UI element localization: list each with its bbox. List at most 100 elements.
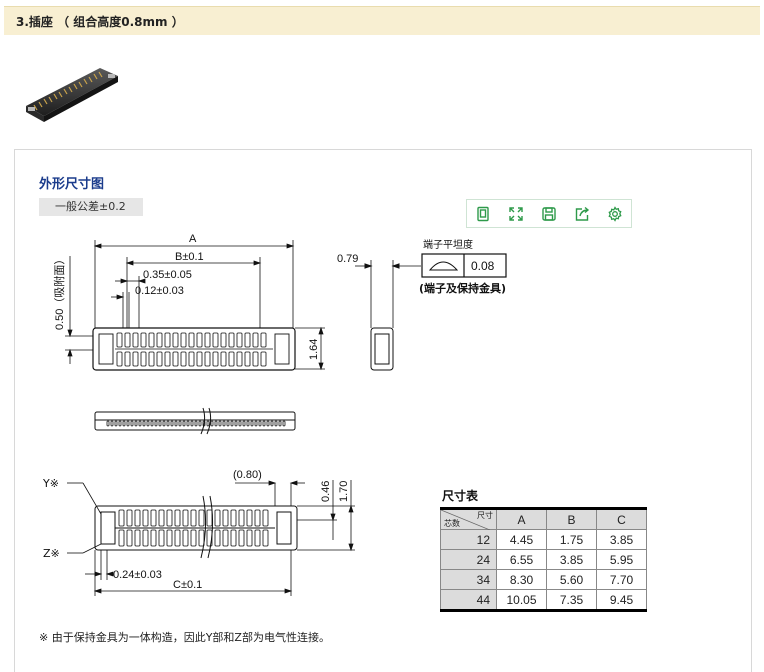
pin-outline [182,420,186,427]
pin-outline [130,420,134,427]
pin-outline [140,351,147,367]
pin-outline [186,420,190,427]
table-row: 44 10.05 7.35 9.45 [440,589,647,612]
table-corner-cell: 尺寸 芯数 [440,507,497,530]
pin-outline [110,420,114,427]
value-a-cell: 4.45 [496,529,547,550]
pin-outline [214,420,218,427]
pin-count-cell: 12 [440,529,497,550]
pin-outline [162,420,166,427]
drawing-panel: 外形尺寸图 一般公差±0.2 [14,149,752,672]
pin-count-cell: 44 [440,589,497,612]
value-c-cell: 7.70 [596,569,647,590]
pin-outline [204,332,211,348]
pin-outline [190,509,197,527]
dim-a-label: A [189,233,197,245]
pin-outline [156,351,163,367]
pin-outline [206,420,210,427]
dim-c-label: C±0.1 [173,579,202,591]
save-button[interactable] [533,200,566,227]
pin-outline [198,529,205,547]
pin-outline [158,529,165,547]
pin-outline [210,420,214,427]
column-header-a: A [496,507,547,530]
dim-079-label: 0.79 [337,253,358,265]
pin-outline [254,529,261,547]
fit-page-button[interactable] [467,200,500,227]
pin-outline [226,420,230,427]
section-header-title: 3.插座 （ 组合高度0.8mm ） [16,15,184,29]
pin-outline [278,420,282,427]
pin-outline [238,509,245,527]
pin-outline [244,332,251,348]
fullscreen-button[interactable] [500,200,533,227]
pin-outline [116,332,123,348]
drawing-toolbar [466,199,632,228]
pin-outline [178,420,182,427]
pin-outline [220,332,227,348]
value-b-cell: 1.75 [546,529,597,550]
pin-outline [142,529,149,547]
pin-outline [170,420,174,427]
pin-outline [118,509,125,527]
pin-outline [196,351,203,367]
pin-outline [154,420,158,427]
flatness-label: 端子平坦度 [423,238,473,251]
value-c-cell: 9.45 [596,589,647,612]
pin-outline [150,420,154,427]
pin-outline [252,332,259,348]
pin-outline [148,351,155,367]
pin-outline [142,509,149,527]
value-c-cell: 5.95 [596,549,647,570]
settings-button[interactable] [598,200,631,227]
pin-outline [188,351,195,367]
pin-outline [222,529,229,547]
pin-outline [262,529,269,547]
pin-outline [172,332,179,348]
pin-outline [182,529,189,547]
pin-outline [164,351,171,367]
pin-outline [138,420,142,427]
pin-outline [166,420,170,427]
pin-outline [270,420,274,427]
pin-outline [214,509,221,527]
pin-outline [266,420,270,427]
pin-outline [196,332,203,348]
pin-outline [148,332,155,348]
pin-outline [220,351,227,367]
pin-outline [246,529,253,547]
dim-012-label: 0.12±0.03 [135,285,184,297]
pin-outline [258,420,262,427]
dim-080-label: (0.80) [233,469,262,481]
fullscreen-icon [509,206,523,221]
size-table-title: 尺寸表 [442,489,479,503]
product-photo [26,68,118,122]
pin-count-cell: 34 [440,569,497,590]
pin-outline [228,351,235,367]
section-title: 外形尺寸图 [39,177,105,192]
share-button[interactable] [565,200,598,227]
column-header-c: C [596,507,647,530]
pin-outline [262,509,269,527]
pin-outline [234,420,238,427]
pin-outline [190,420,194,427]
table-header-row: 尺寸 芯数 A B C [440,507,647,530]
pin-outline [126,529,133,547]
pin-outline [134,509,141,527]
pin-outline [124,351,131,367]
pin-outline [174,509,181,527]
y-mark-label: Y※ [42,477,59,490]
pin-outline [260,351,267,367]
pin-outline [172,351,179,367]
pin-outline [244,351,251,367]
table-row: 34 8.30 5.60 7.70 [440,569,647,590]
pin-outline [204,351,211,367]
pin-outline [106,420,110,427]
fit-page-icon [477,206,490,221]
table-row: 12 4.45 1.75 3.85 [440,529,647,550]
dim-170-label: 1.70 [338,481,350,502]
pin-outline [254,420,258,427]
flatness-note: (端子及保持金具) [419,281,506,295]
top-view-body [92,327,296,371]
pin-outline [190,529,197,547]
